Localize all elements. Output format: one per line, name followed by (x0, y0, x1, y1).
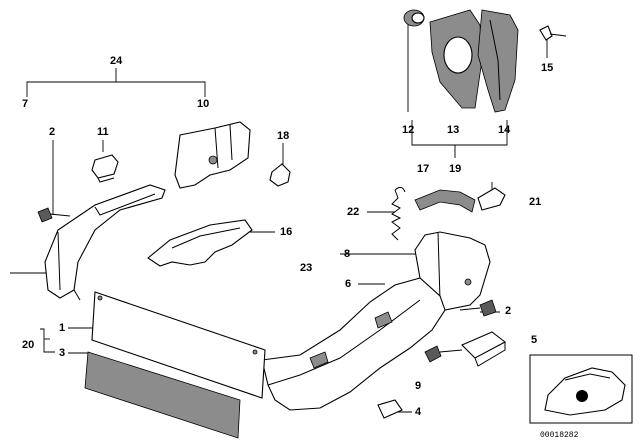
callout-18[interactable]: 18 (277, 130, 290, 142)
spring-part-22[interactable] (391, 186, 406, 241)
trim-part-14[interactable] (477, 9, 519, 113)
callout-19[interactable]: 19 (449, 163, 462, 175)
callout-20[interactable]: 20 (22, 339, 35, 351)
callout-2-right[interactable]: 2 (505, 305, 512, 317)
callout-9[interactable]: 9 (415, 380, 422, 392)
image-code-label: 00018282 (540, 431, 579, 440)
location-marker-icon (576, 390, 588, 402)
leader-lines (10, 20, 548, 413)
vehicle-location-inset (529, 354, 633, 424)
screw-part-9[interactable] (424, 345, 463, 363)
callout-3[interactable]: 3 (59, 347, 66, 359)
cover-part-16[interactable] (147, 219, 253, 267)
bracket-part-21[interactable] (414, 187, 506, 213)
callout-13[interactable]: 13 (447, 124, 460, 136)
clip-part-5[interactable] (461, 331, 507, 367)
callout-14[interactable]: 14 (498, 124, 511, 136)
left-side-trim-strip[interactable] (44, 184, 166, 301)
screw-part-15[interactable] (539, 25, 567, 41)
callout-15[interactable]: 15 (541, 62, 554, 74)
front-panel-part-1[interactable] (91, 291, 266, 399)
knob-part-12[interactable] (403, 9, 425, 27)
cover-part-13[interactable] (429, 9, 483, 109)
callout-4[interactable]: 4 (415, 406, 422, 418)
callout-21[interactable]: 21 (529, 196, 542, 208)
callout-1[interactable]: 1 (59, 322, 66, 334)
callout-17[interactable]: 17 (417, 163, 430, 175)
callout-5[interactable]: 5 (531, 334, 538, 346)
callout-24[interactable]: 24 (110, 55, 123, 67)
cap-part-4[interactable] (377, 399, 403, 419)
callout-16[interactable]: 16 (280, 226, 293, 238)
callout-6[interactable]: 6 (345, 278, 352, 290)
lower-panel-part-3[interactable] (84, 351, 241, 439)
callout-10[interactable]: 10 (197, 98, 210, 110)
hinge-cover-18[interactable] (174, 121, 291, 189)
callout-11[interactable]: 11 (97, 126, 109, 138)
cap-part-11[interactable] (91, 154, 119, 183)
callout-7[interactable]: 7 (22, 98, 29, 110)
screw-right[interactable] (459, 299, 497, 317)
callout-2-left[interactable]: 2 (49, 126, 56, 138)
callout-12[interactable]: 12 (402, 124, 415, 136)
callout-22[interactable]: 22 (347, 206, 360, 218)
screw-left[interactable] (37, 207, 71, 223)
callout-23[interactable]: 23 (300, 262, 313, 274)
right-seat-trim-panel[interactable] (261, 277, 446, 411)
callout-8[interactable]: 8 (344, 248, 351, 260)
